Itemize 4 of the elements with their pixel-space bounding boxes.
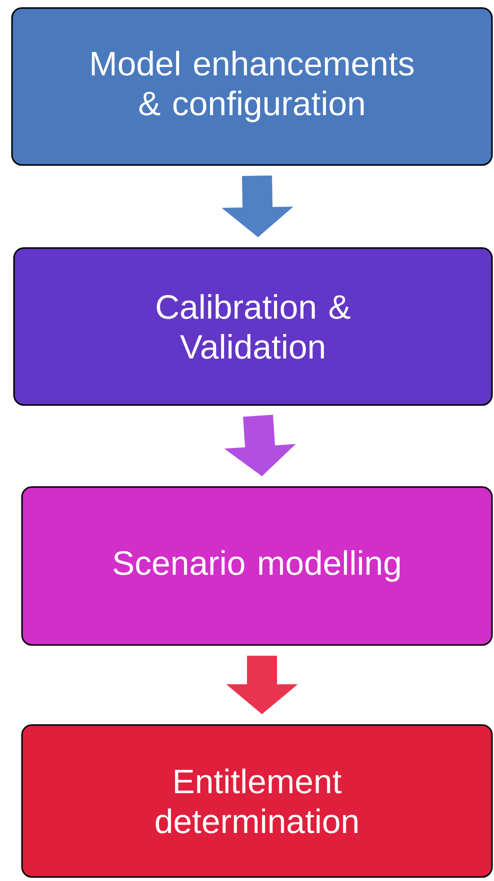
process-box: Calibration & Validation (13, 247, 493, 406)
process-box: Scenario modelling (21, 486, 493, 646)
process-box: Entitlement determination (21, 724, 493, 878)
process-box: Model enhancements & configuration (11, 7, 493, 166)
